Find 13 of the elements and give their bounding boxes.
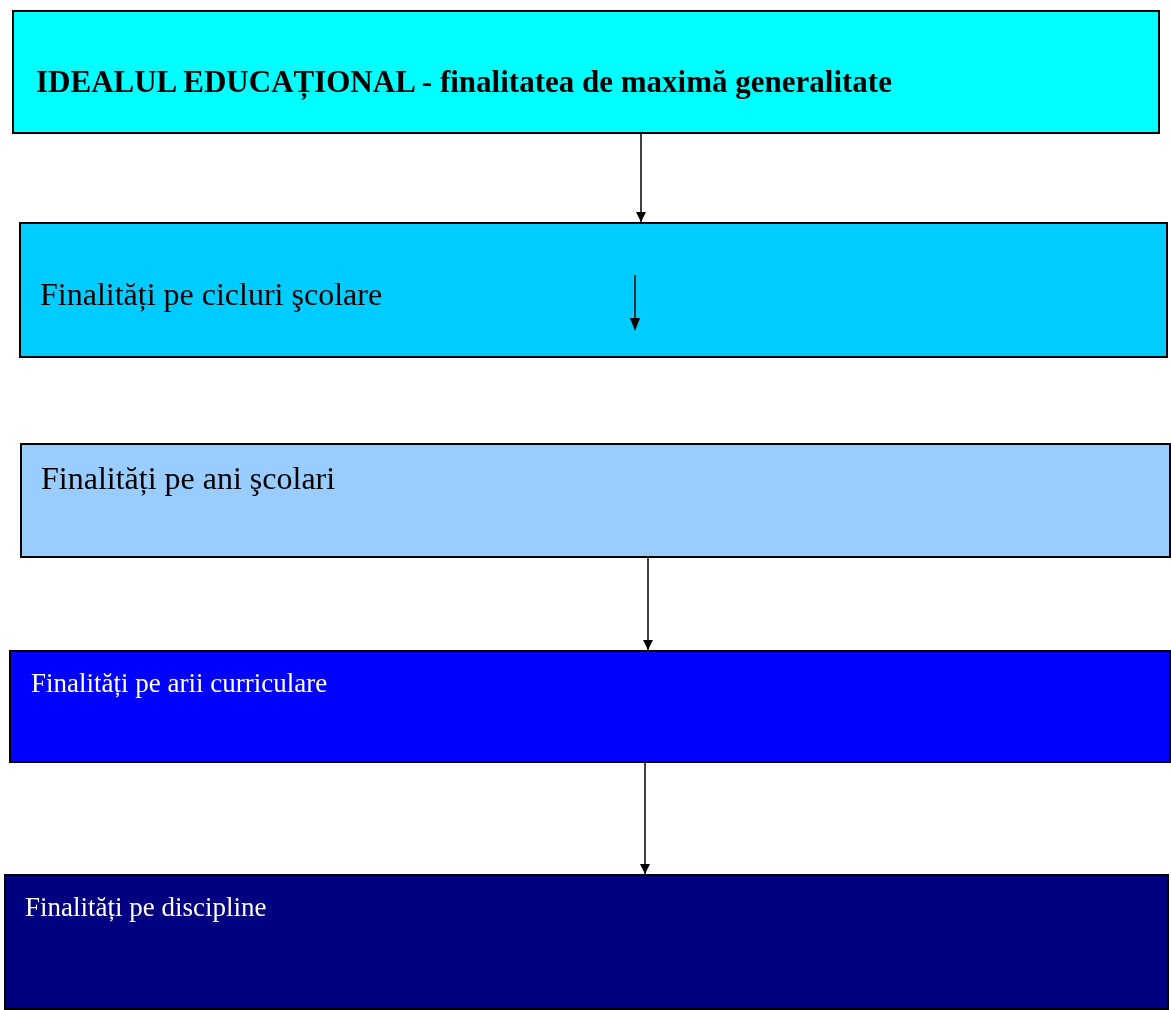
process-box — [4, 874, 1169, 1010]
box-label: Finalități pe discipline — [25, 892, 267, 923]
box-label: IDEALUL EDUCAȚIONAL - finalitatea de maximă generalitate — [36, 64, 892, 100]
box-label: Finalități pe cicluri şcolare — [40, 276, 383, 313]
box-label: Finalități pe ani şcolari — [41, 460, 336, 497]
arrow — [643, 557, 653, 651]
process-box — [12, 10, 1160, 134]
process-box — [9, 650, 1171, 763]
arrow — [636, 133, 646, 223]
process-box — [19, 222, 1168, 358]
arrow — [640, 762, 650, 875]
process-box — [20, 443, 1171, 558]
box-label: Finalități pe arii curriculare — [31, 668, 328, 699]
